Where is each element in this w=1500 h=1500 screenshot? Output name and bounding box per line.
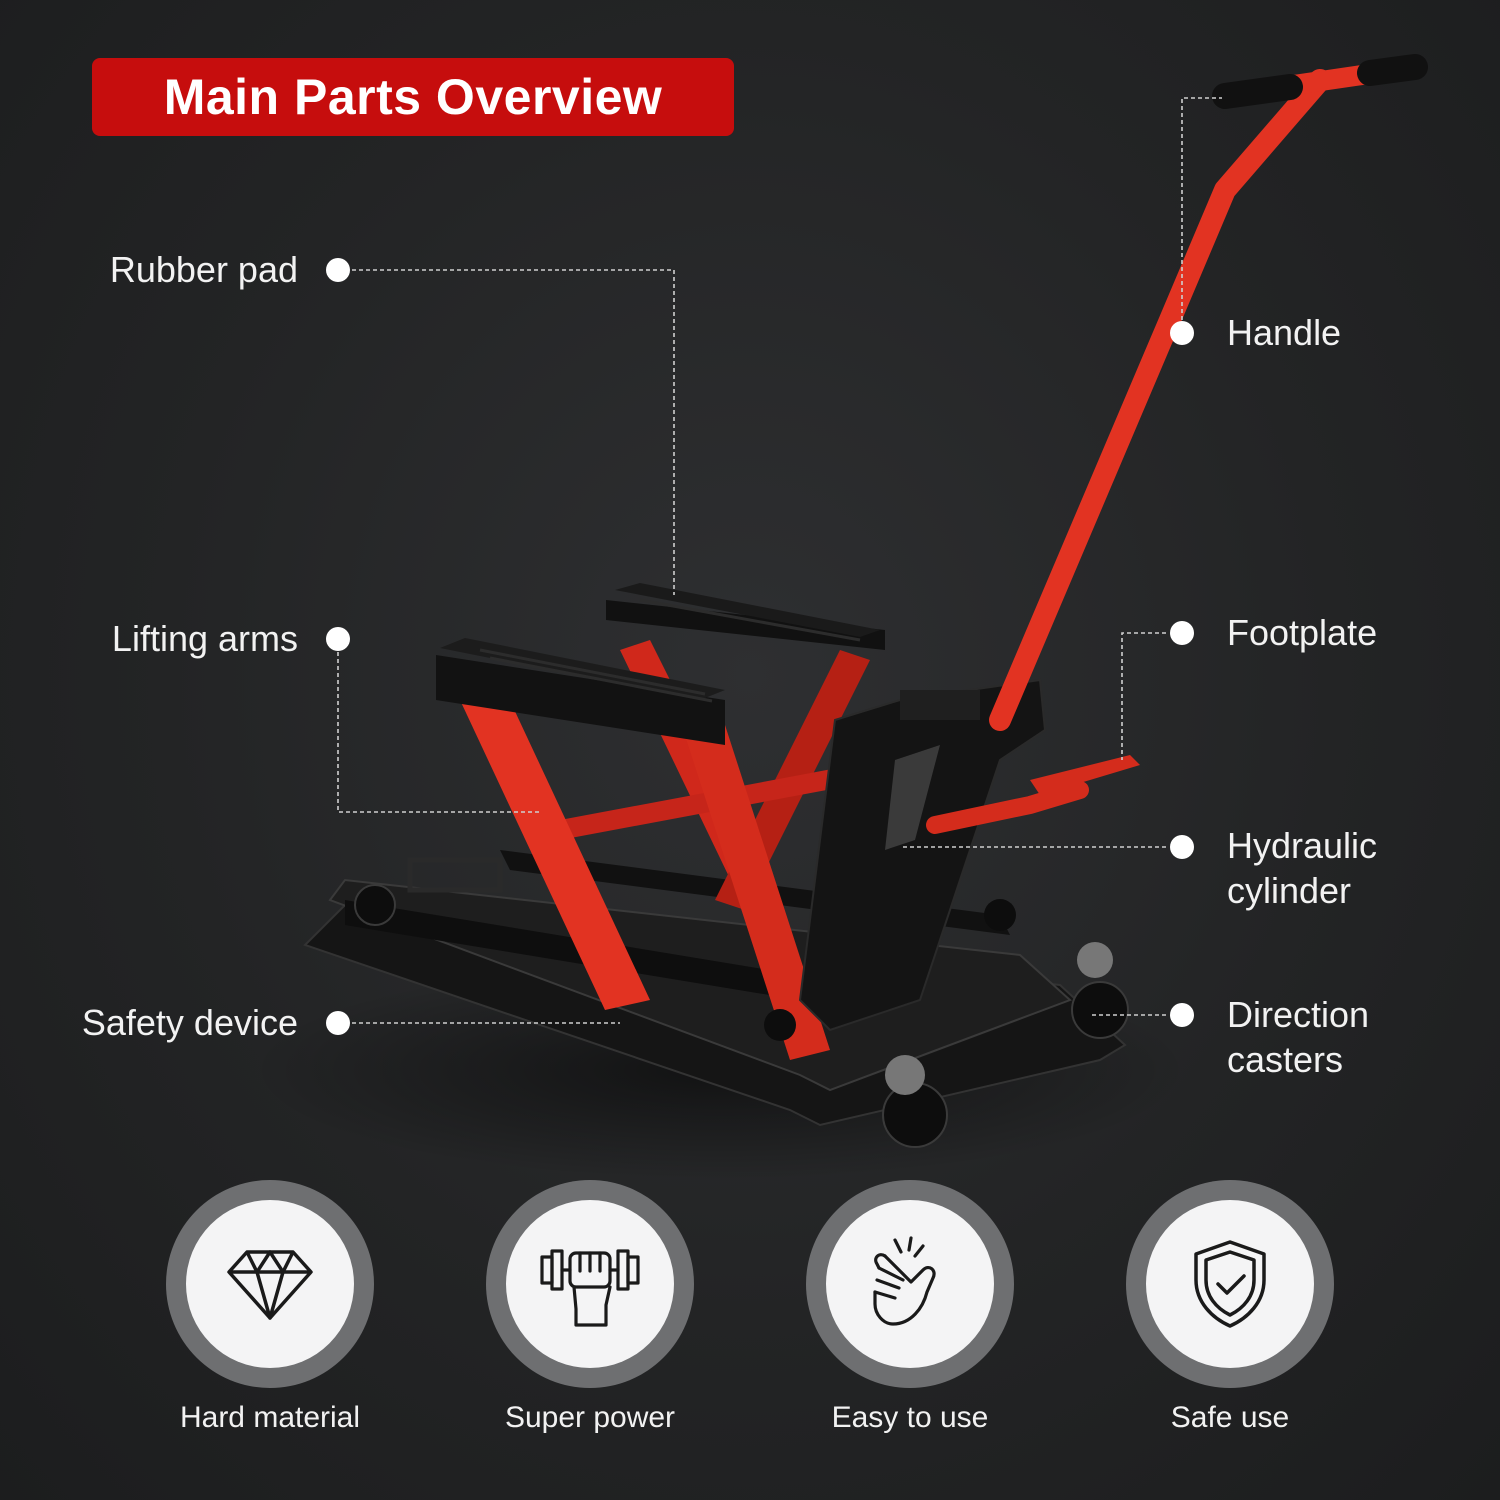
feature-super-power: Super power xyxy=(440,1180,740,1440)
feature-ring xyxy=(1126,1180,1334,1388)
finger-snap-icon xyxy=(873,1236,936,1326)
feature-label: Super power xyxy=(504,1401,676,1434)
diamond-icon xyxy=(227,1250,313,1320)
feature-easy-to-use: Easy to use xyxy=(760,1180,1060,1440)
feature-ring xyxy=(806,1180,1014,1388)
feature-disc xyxy=(506,1200,674,1368)
feature-disc xyxy=(826,1200,994,1368)
feature-disc xyxy=(1146,1200,1314,1368)
feature-ring xyxy=(486,1180,694,1388)
callout-hydraulic-line-2: cylinder xyxy=(1227,870,1352,911)
callout-hydraulic-cylinder: Hydraulic cylinder xyxy=(1227,823,1377,913)
callout-casters-line-1: Direction xyxy=(1227,994,1370,1035)
callout-rubber-pad: Rubber pad xyxy=(109,249,298,290)
feature-ring xyxy=(166,1180,374,1388)
page-title: Main Parts Overview xyxy=(163,69,663,125)
callout-lifting-arms: Lifting arms xyxy=(111,618,298,659)
feature-disc xyxy=(186,1200,354,1368)
fist-dumbbell-icon xyxy=(540,1249,640,1327)
feature-label: Hard material xyxy=(179,1401,361,1434)
feature-safe-use: Safe use xyxy=(1080,1180,1380,1440)
shield-check-icon xyxy=(1194,1240,1266,1328)
callout-casters-line-2: casters xyxy=(1227,1039,1344,1080)
callout-hydraulic-line-1: Hydraulic xyxy=(1227,825,1378,866)
callout-safety-device: Safety device xyxy=(81,1002,298,1043)
feature-label: Safe use xyxy=(1170,1401,1290,1434)
callout-direction-casters: Direction casters xyxy=(1227,992,1369,1082)
callout-handle: Handle xyxy=(1227,312,1342,353)
feature-label: Easy to use xyxy=(831,1401,989,1434)
feature-hard-material: Hard material xyxy=(120,1180,420,1440)
callout-footplate: Footplate xyxy=(1227,612,1378,653)
title-badge: Main Parts Overview xyxy=(92,58,734,136)
